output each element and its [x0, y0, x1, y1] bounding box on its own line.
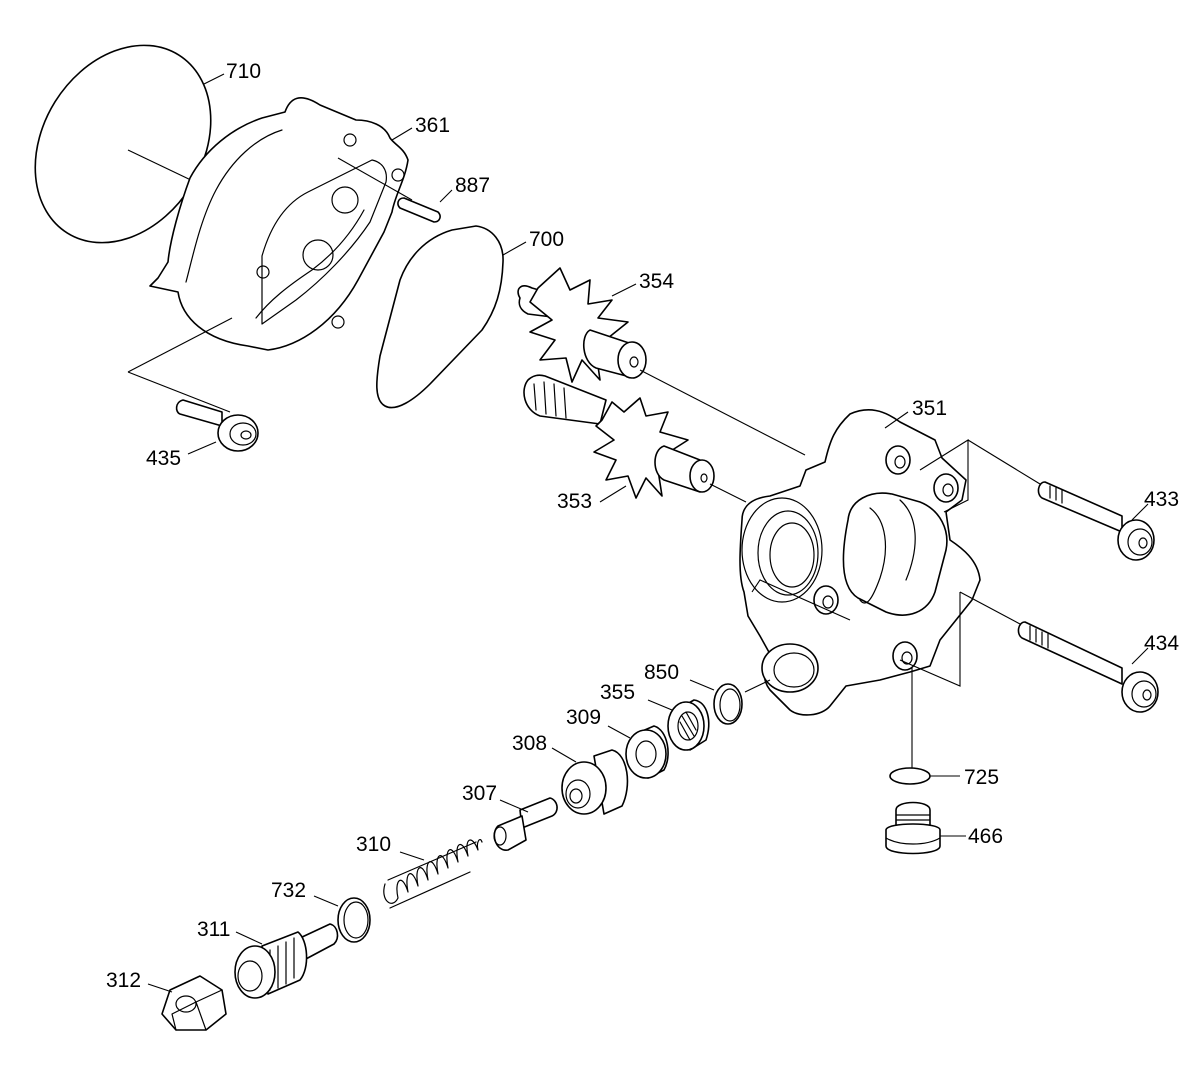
label-309: 309 — [566, 706, 601, 729]
part-725-oring — [889, 767, 931, 785]
part-435-bolt — [127, 317, 259, 452]
label-311: 311 — [197, 918, 230, 941]
part-434-bolt — [1017, 621, 1159, 713]
label-307: 307 — [462, 782, 497, 805]
label-710: 710 — [226, 60, 261, 83]
label-312: 312 — [106, 969, 141, 992]
label-435: 435 — [146, 447, 181, 470]
part-466-drain-plug — [885, 801, 941, 855]
label-351: 351 — [912, 397, 947, 420]
label-355: 355 — [600, 681, 635, 704]
part-700-gasket — [376, 225, 504, 409]
part-312-nut — [161, 975, 227, 1031]
part-887-pin — [337, 157, 441, 223]
label-310: 310 — [356, 833, 391, 856]
label-354: 354 — [639, 270, 674, 293]
label-725: 725 — [964, 766, 999, 789]
label-732: 732 — [271, 879, 306, 902]
part-311-plug — [234, 923, 339, 999]
label-850: 850 — [644, 661, 679, 684]
label-361: 361 — [415, 114, 450, 137]
part-433-bolt — [1037, 481, 1155, 561]
label-434: 434 — [1144, 632, 1179, 655]
part-308-sleeve — [561, 749, 629, 815]
label-433: 433 — [1144, 488, 1179, 511]
label-353: 353 — [557, 490, 592, 513]
part-355-filter — [667, 699, 710, 751]
label-887: 887 — [455, 174, 490, 197]
part-354-gear — [517, 267, 806, 456]
label-308: 308 — [512, 732, 547, 755]
label-466: 466 — [968, 825, 1003, 848]
leader-lines — [147, 73, 1149, 993]
label-700: 700 — [529, 228, 564, 251]
part-850-snap-ring — [713, 683, 743, 725]
part-353-gear-shaft — [523, 374, 747, 503]
part-351-pump-body — [739, 409, 1041, 770]
part-307-valve — [493, 797, 558, 851]
part-732-oring — [337, 897, 371, 943]
part-309-washer — [625, 725, 669, 779]
part-310-spring — [383, 838, 483, 909]
